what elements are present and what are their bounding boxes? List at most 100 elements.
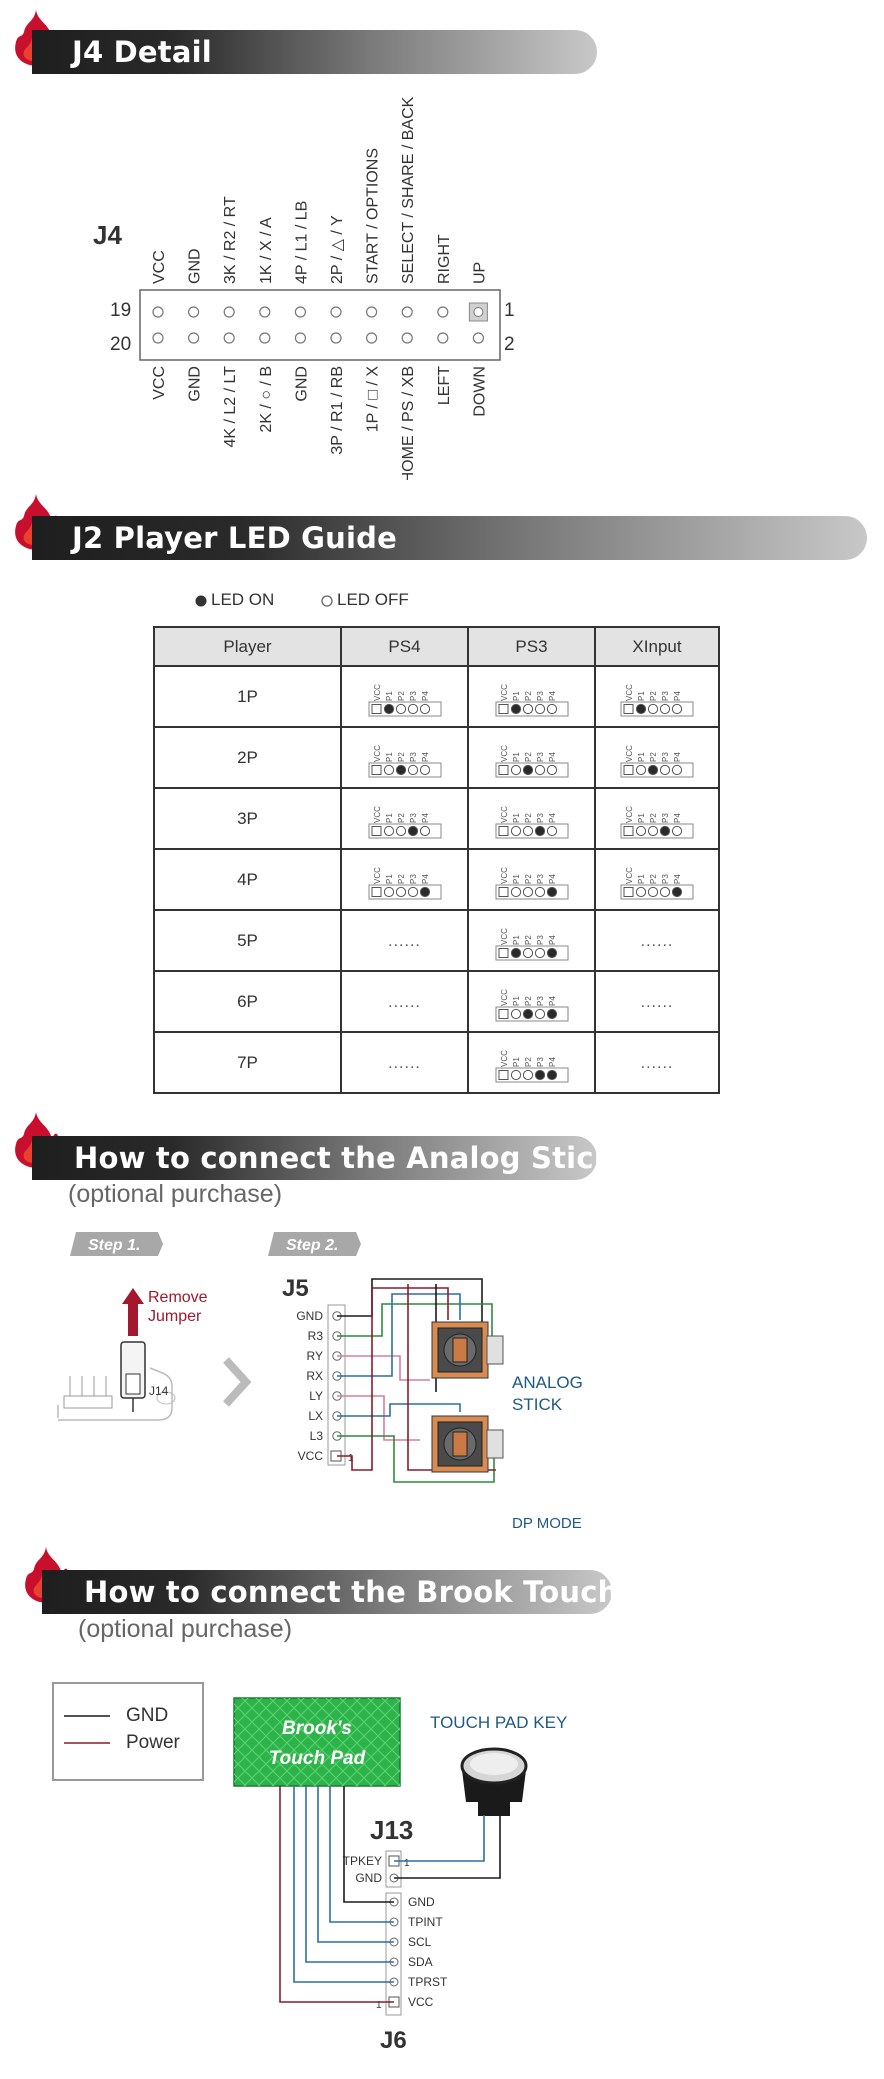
board-hole: [156, 1391, 176, 1405]
touch-pad-key-label: TOUCH PAD KEY: [430, 1713, 567, 1732]
j4-pin: [188, 306, 200, 318]
led-vcc-pin: [498, 1008, 508, 1019]
led-pin-label: P1: [385, 873, 394, 883]
led-pin-label: P3: [409, 690, 418, 700]
led-pin-label: VCC: [500, 744, 509, 761]
led-off-icon: [510, 1069, 521, 1080]
led-off-icon: [647, 886, 659, 897]
led-off-icon: [534, 764, 545, 775]
led-pin-label: P2: [649, 751, 658, 761]
led-vcc-pin: [371, 825, 381, 836]
j5-label: J5: [282, 1275, 309, 1302]
j5-header: [327, 1304, 346, 1466]
led-pin-label: P4: [548, 873, 557, 883]
j4-pin: [401, 306, 413, 318]
led-pin-label: P4: [673, 812, 682, 822]
legend-led-on: LED ON: [211, 590, 275, 609]
led-off-icon: [522, 886, 533, 897]
led-pin-label: P3: [536, 873, 545, 883]
led-on-icon: [419, 886, 430, 897]
j6-pin-label: GND: [408, 1895, 435, 1909]
header-player: Player: [153, 626, 342, 667]
j4-pin: [330, 332, 342, 344]
led-on-icon: [195, 595, 207, 607]
led-off-icon: [546, 764, 557, 775]
legend-power: Power: [126, 1732, 180, 1753]
j4-pin: [366, 306, 378, 318]
j14-label: J14: [149, 1384, 169, 1398]
led-pin-label: P4: [421, 751, 430, 761]
j4-pin: [366, 332, 378, 344]
j4-top-pin-label: SELECT / SHARE / BACK: [400, 96, 417, 284]
led-on-icon: [407, 825, 418, 836]
led-pin-label: P4: [421, 873, 430, 883]
led-pin-label: P1: [512, 812, 521, 822]
led-vcc-pin: [498, 825, 508, 836]
led-off-icon: [546, 825, 557, 836]
led-on-icon: [546, 947, 557, 958]
led-on-icon: [546, 1069, 557, 1080]
led-on-icon: [671, 886, 683, 897]
led-vcc-pin: [623, 703, 634, 714]
player-cell: 1P: [153, 665, 342, 728]
remove-jumper-label: Jumper: [148, 1308, 202, 1325]
j4-pin: [401, 332, 413, 344]
j4-row-label: 1: [504, 300, 515, 321]
j4-top-pin-label: GND: [187, 248, 204, 284]
led-vcc-pin: [498, 886, 508, 897]
j5-pin-label: LX: [308, 1409, 323, 1423]
j4-header-body: [139, 289, 501, 361]
j5-pin-label: RX: [306, 1369, 323, 1383]
led-pin-label: P3: [409, 812, 418, 822]
empty-mark: ......: [640, 993, 674, 1011]
j4-bottom-pin-label: HOME / PS / XB: [400, 366, 417, 480]
led-pin-label: P1: [385, 751, 394, 761]
j4-top-pin-label: 3K / R2 / RT: [222, 196, 239, 284]
header-xinput: XInput: [594, 626, 720, 667]
led-vcc-pin: [371, 703, 381, 714]
led-on-icon: [395, 764, 406, 775]
section-title: How to connect the Brook Touch Pad: [84, 1575, 691, 1609]
touchpad-diagram: Brook's Touch Pad TOUCH PAD KEY J13 TPKE…: [233, 1697, 567, 2054]
section-title: How to connect the Analog Sticks: [74, 1141, 631, 1175]
j4-bottom-pin-label: GND: [293, 366, 310, 402]
led-off-icon: [647, 825, 659, 836]
led-off-icon: [395, 703, 406, 714]
pin-header-icon: [63, 1376, 113, 1409]
led-pin-label: P2: [397, 873, 406, 883]
section-banner-analog: How to connect the Analog Sticks: [32, 1136, 630, 1180]
led-vcc-pin: [498, 764, 508, 775]
board-outline: [58, 1367, 173, 1421]
led-pin-label: VCC: [625, 866, 634, 883]
led-pin-label: P3: [536, 934, 545, 944]
led-vcc-pin: [371, 886, 381, 897]
led-off-icon: [510, 1008, 521, 1019]
j4-pin: [473, 307, 484, 317]
led-on-icon: [546, 1008, 557, 1019]
j6-pin-label: SCL: [408, 1935, 432, 1949]
led-cell-ps4: ......: [340, 1031, 469, 1094]
led-off-icon: [659, 764, 671, 775]
led-on-icon: [534, 825, 545, 836]
led-pin-label: VCC: [500, 866, 509, 883]
j6-pin1-label: 1: [376, 2000, 382, 2011]
wire-legend: [52, 1682, 204, 1781]
j4-pin: [259, 306, 271, 318]
led-off-icon: [383, 764, 394, 775]
led-pin-label: P2: [397, 690, 406, 700]
led-off-icon: [419, 703, 430, 714]
analog-stick-label: STICK: [512, 1395, 563, 1414]
led-vcc-pin: [498, 703, 508, 714]
player-cell: 4P: [153, 848, 342, 911]
